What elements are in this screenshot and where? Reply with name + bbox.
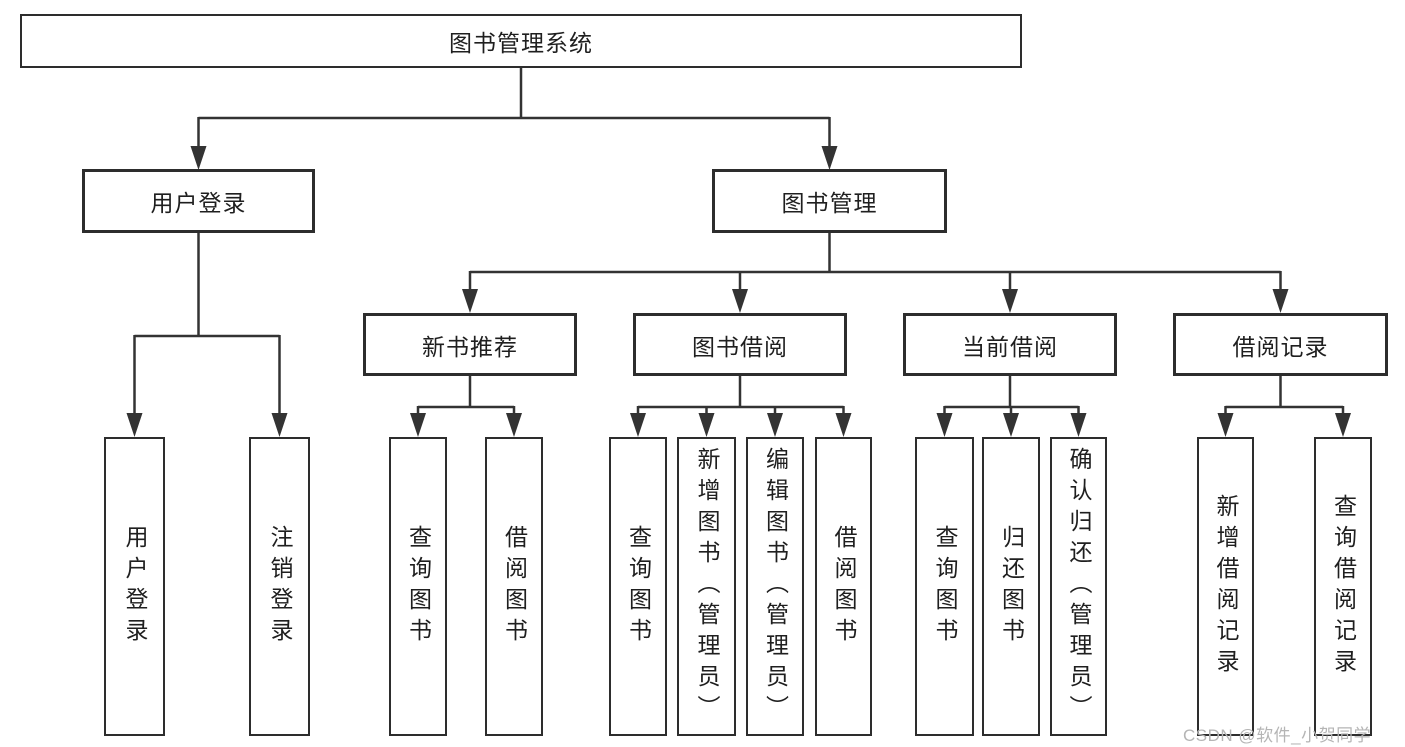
leaf-query-books-borrowing: 查询图书 [609,437,667,736]
leaf-label: 用户登录 [122,524,148,649]
leaf-label: 确认归还（管理员） [1066,447,1092,726]
leaf-borrow-books-borrowing: 借阅图书 [815,437,872,736]
node-current-borrowing: 当前借阅 [903,313,1117,376]
node-label: 当前借阅 [962,333,1058,360]
node-label: 借阅记录 [1232,333,1329,360]
leaf-label: 新增图书（管理员） [694,447,720,726]
leaf-label: 查询借阅记录 [1330,493,1357,680]
node-label: 新书推荐 [422,333,518,360]
node-new-book-recommend: 新书推荐 [363,313,577,376]
leaf-add-borrowing-record: 新增借阅记录 [1197,437,1254,736]
node-label: 图书管理 [781,190,878,216]
leaf-borrow-books-recommend: 借阅图书 [485,437,543,736]
leaf-label: 借阅图书 [501,524,528,649]
leaf-label: 新增借阅记录 [1213,493,1239,680]
leaf-return-books: 归还图书 [982,437,1040,736]
node-book-management: 图书管理 [712,169,947,233]
leaf-label: 借阅图书 [831,524,857,649]
leaf-label: 查询图书 [932,524,958,649]
node-library-management-system: 图书管理系统 [20,14,1022,68]
leaf-label: 查询图书 [625,524,652,649]
node-book-borrowing: 图书借阅 [633,313,847,376]
leaf-logout-login: 注销登录 [249,437,310,736]
csdn-watermark: CSDN @软件_小贺同学 [1183,726,1372,745]
leaf-user-login: 用户登录 [104,437,165,736]
leaf-query-books-current: 查询图书 [915,437,974,736]
node-borrowing-records: 借阅记录 [1173,313,1388,376]
leaf-edit-books-admin: 编辑图书（管理员） [746,437,804,736]
node-label: 图书借阅 [692,333,788,360]
arrowheads [126,146,1351,437]
node-label: 用户登录 [150,190,247,216]
node-label: 图书管理系统 [449,30,593,56]
leaf-confirm-return-admin: 确认归还（管理员） [1050,437,1107,736]
leaf-add-books-admin: 新增图书（管理员） [677,437,736,736]
node-user-login: 用户登录 [82,169,315,233]
leaf-label: 注销登录 [267,524,293,649]
leaf-query-books-recommend: 查询图书 [389,437,447,736]
leaf-query-borrowing-record: 查询借阅记录 [1314,437,1372,736]
leaf-label: 编辑图书（管理员） [762,447,789,726]
leaf-label: 归还图书 [998,524,1025,649]
leaf-label: 查询图书 [405,524,432,649]
